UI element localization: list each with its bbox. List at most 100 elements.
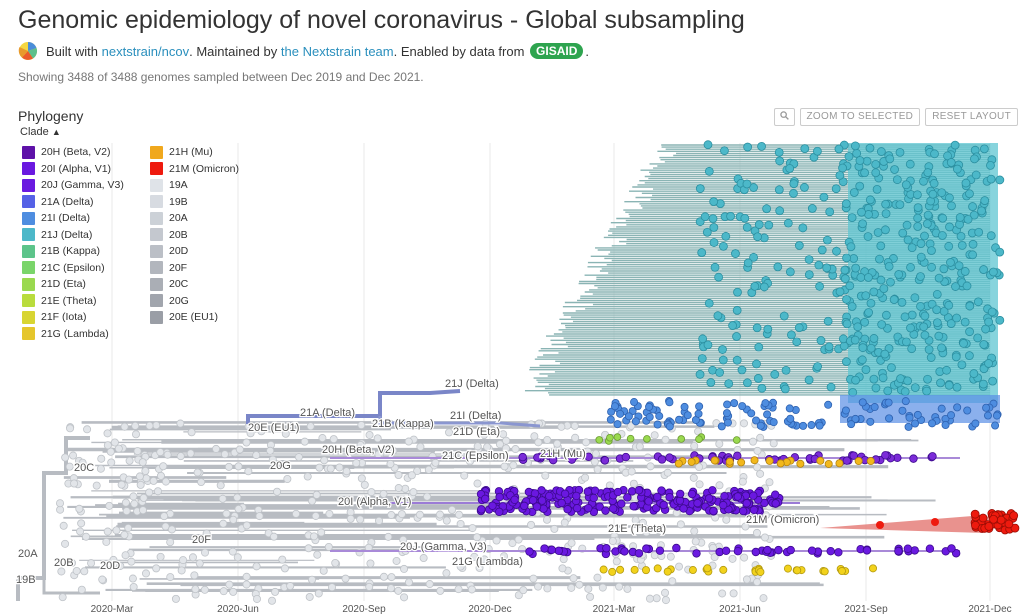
tree-tip-21I: [655, 412, 664, 421]
tree-tip: [386, 459, 395, 468]
axis-tick-label: 2020-Jun: [217, 604, 259, 615]
legend-item[interactable]: 19A: [150, 177, 260, 194]
ncov-link[interactable]: nextstrain/ncov: [101, 43, 190, 59]
legend-item[interactable]: 20B: [150, 227, 260, 244]
tree-tip: [499, 552, 508, 561]
color-by-toggle[interactable]: Clade ▲: [20, 126, 61, 138]
tree-tip-21J: [841, 357, 851, 367]
tree-tip-21I: [858, 398, 867, 407]
nextstrain-team-link[interactable]: the Nextstrain team: [280, 43, 394, 59]
tree-tip-20I: [709, 506, 718, 516]
legend-swatch: [22, 261, 35, 275]
tree-tip-21J: [749, 252, 758, 262]
tree-tip-21I: [885, 414, 894, 423]
legend-item[interactable]: 20F: [150, 260, 260, 277]
legend-item[interactable]: 20I (Alpha, V1): [22, 161, 150, 178]
tree-tip: [102, 537, 111, 546]
tree-tip: [543, 435, 552, 444]
legend-item[interactable]: 20E (EU1): [150, 309, 260, 326]
legend-item[interactable]: 21G (Lambda): [22, 326, 150, 343]
legend-item[interactable]: 20C: [150, 276, 260, 293]
legend-item[interactable]: 19B: [150, 194, 260, 211]
legend-item[interactable]: 21B (Kappa): [22, 243, 150, 260]
tree-tip: [161, 477, 170, 486]
legend-item[interactable]: 21E (Theta): [22, 293, 150, 310]
tree-tip: [120, 422, 129, 431]
tree-tip-21J: [923, 168, 933, 177]
tree-tip-21H: [674, 459, 683, 468]
tree-tip-21J: [961, 178, 971, 188]
tree-tip-21J: [831, 184, 841, 194]
legend-item[interactable]: 21A (Delta): [22, 194, 150, 211]
tree-tip-21J: [987, 307, 997, 317]
tree-tip-purple: [721, 546, 731, 556]
legend-item[interactable]: 20D: [150, 243, 260, 260]
tree-tip-purple: [621, 452, 631, 462]
tree-tip-21J: [930, 149, 939, 159]
tree-tip-purple: [567, 455, 577, 464]
tree-tip-21J: [865, 195, 875, 205]
tree-tip-21J: [881, 199, 891, 209]
tree-tip: [324, 542, 333, 551]
tree-tip: [212, 444, 221, 453]
legend-item[interactable]: 20J (Gamma, V3): [22, 177, 150, 194]
tree-tip-21J: [889, 295, 899, 305]
tree-tip: [415, 510, 424, 519]
tree-tip-21J: [780, 384, 790, 394]
tree-tip: [690, 527, 699, 536]
tree-tip: [242, 572, 251, 581]
tree-tip-20I: [704, 494, 714, 503]
tree-tip: [570, 421, 579, 430]
search-button[interactable]: [773, 108, 795, 126]
tree-tip-21J: [962, 281, 972, 291]
gisaid-logo[interactable]: GISAID: [530, 43, 584, 59]
tree-tip: [138, 458, 147, 467]
legend-item[interactable]: 21M (Omicron): [150, 161, 260, 178]
tree-tip-21I: [847, 420, 856, 429]
legend-label: 20I (Alpha, V1): [41, 162, 112, 175]
tree-tip-21I: [723, 418, 732, 427]
tree-tip-21J: [787, 330, 796, 340]
tree-tip-21J: [879, 284, 889, 294]
tree-tip-21M: [876, 521, 884, 529]
byline: Built with nextstrain/ncov . Maintained …: [18, 41, 589, 61]
legend-item[interactable]: 21H (Mu): [150, 144, 260, 161]
tree-tip-21J: [753, 232, 762, 242]
tree-tip-21J: [749, 183, 758, 192]
tree-tip-21J: [946, 319, 956, 328]
tree-tip-purple: [600, 456, 610, 465]
tree-tip: [283, 475, 292, 484]
tree-tip-21J: [907, 344, 917, 354]
tree-tip-21I: [631, 417, 640, 426]
tree-tip: [386, 584, 395, 593]
legend-item[interactable]: 21C (Epsilon): [22, 260, 150, 277]
legend-item[interactable]: 20H (Beta, V2): [22, 144, 150, 161]
tree-tip-21J: [864, 273, 873, 282]
legend-item[interactable]: 20A: [150, 210, 260, 227]
legend-swatch: [22, 327, 35, 341]
tree-tip: [235, 445, 244, 454]
tree-tip-21J: [847, 213, 857, 222]
tree-tip-21J: [924, 345, 934, 354]
tree-tip: [312, 490, 321, 499]
tree-tip: [195, 559, 204, 568]
tree-tip: [367, 488, 376, 497]
legend-item[interactable]: 21F (Iota): [22, 309, 150, 326]
tree-tip: [470, 552, 479, 561]
zoom-to-selected-button[interactable]: ZOOM TO SELECTED: [799, 108, 921, 126]
reset-layout-button[interactable]: RESET LAYOUT: [925, 108, 1018, 126]
tree-tip-21G: [837, 567, 846, 576]
tree-tip: [58, 593, 67, 602]
tree-tip: [136, 480, 145, 489]
tree-tip: [152, 421, 161, 430]
tree-tip: [190, 571, 199, 580]
tree-tip: [567, 583, 576, 592]
tree-tip-21J: [881, 209, 891, 219]
legend-item[interactable]: 21D (Eta): [22, 276, 150, 293]
tree-tip: [715, 439, 724, 448]
legend-item[interactable]: 21J (Delta): [22, 227, 150, 244]
legend-item[interactable]: 21I (Delta): [22, 210, 150, 227]
legend-item[interactable]: 20G: [150, 293, 260, 310]
tree-tip: [327, 583, 336, 592]
